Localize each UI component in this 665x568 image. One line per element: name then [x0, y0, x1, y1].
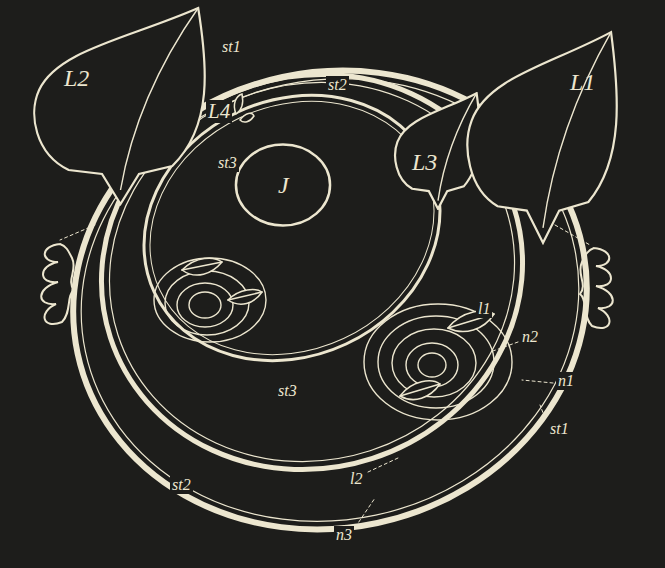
node-outline	[462, 30, 624, 245]
part-label: st1	[548, 420, 571, 438]
leaf-shape: L2	[28, 6, 213, 206]
part-label: st2	[170, 476, 193, 494]
part-label: l2	[348, 470, 364, 488]
node-label: L1	[570, 70, 595, 94]
growing-point: J	[234, 142, 332, 228]
leaf-shape: L1	[462, 30, 624, 245]
part-label: n2	[520, 328, 540, 346]
node-label: L2	[64, 66, 89, 90]
node-outline	[28, 6, 213, 206]
part-label: n3	[334, 526, 354, 544]
part-label: st2	[326, 76, 349, 94]
part-label: l1	[476, 300, 492, 318]
part-label: st3	[276, 382, 299, 400]
part-label: n1	[556, 372, 576, 390]
node-label: J	[278, 173, 289, 197]
part-label: st1	[220, 38, 243, 56]
part-label: L4	[206, 100, 232, 123]
node-label: L3	[412, 150, 437, 174]
part-label: st3	[216, 154, 239, 172]
